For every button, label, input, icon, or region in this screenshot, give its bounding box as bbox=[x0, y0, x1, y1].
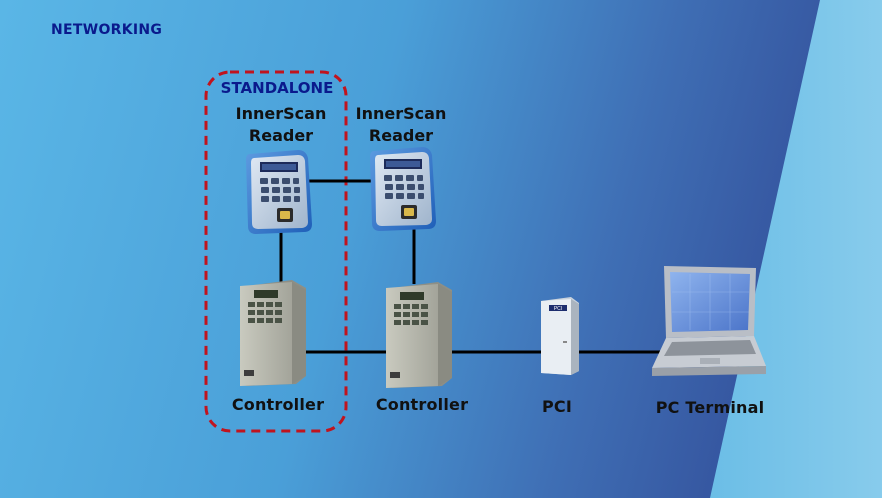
reader1-label: InnerScan Reader bbox=[222, 103, 340, 147]
reader2-label: InnerScan Reader bbox=[342, 103, 460, 147]
pc-terminal-label: PC Terminal bbox=[655, 398, 765, 417]
reader-icon bbox=[370, 147, 436, 231]
pci-icon: PCI bbox=[541, 297, 579, 375]
page-title: NETWORKING bbox=[51, 22, 163, 38]
reader1-label-line2: Reader bbox=[248, 126, 314, 145]
pci-label: PCI bbox=[541, 397, 573, 416]
reader2-label-line2: Reader bbox=[368, 126, 434, 145]
pci-badge-text: PCI bbox=[554, 306, 562, 312]
controller-icon bbox=[240, 280, 306, 386]
controller2-label: Controller bbox=[375, 395, 469, 414]
laptop-icon bbox=[652, 266, 766, 376]
standalone-label: STANDALONE bbox=[220, 79, 334, 97]
reader1-label-line1: InnerScan bbox=[235, 104, 327, 123]
controller1-label: Controller bbox=[231, 395, 325, 414]
reader2-label-line1: InnerScan bbox=[355, 104, 447, 123]
reader-icon bbox=[246, 150, 312, 234]
connectors bbox=[279, 179, 660, 354]
controller-icon bbox=[386, 282, 452, 388]
standalone-group-box bbox=[204, 70, 348, 433]
